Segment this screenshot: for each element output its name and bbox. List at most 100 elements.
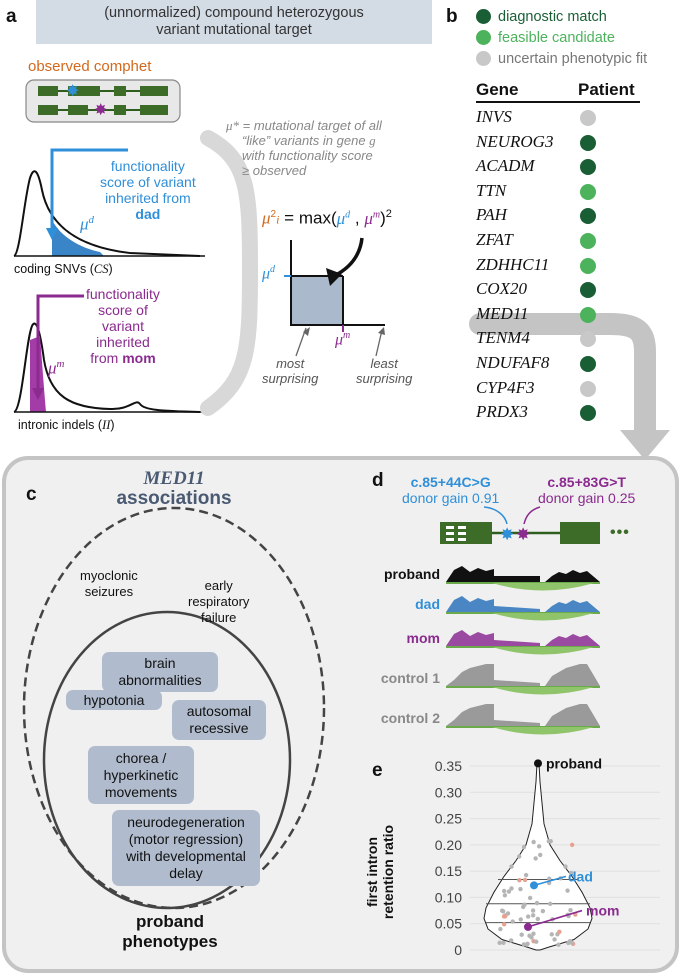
brain-l1: brain [144, 655, 176, 671]
mom-annot-l5: from mom [90, 350, 156, 366]
coverage-right [545, 664, 600, 686]
patient-dot-icon [580, 208, 596, 225]
proband-l2: phenotypes [122, 932, 218, 951]
least-l2: surprising [356, 371, 413, 386]
panel-b-letter: b [446, 6, 458, 27]
legend-dot-icon [476, 30, 491, 45]
mu-star-l1: μ* = mutational target of all [226, 118, 382, 133]
sample-point [533, 856, 538, 861]
sample-point [497, 940, 502, 946]
panel-d-letter: d [372, 470, 384, 491]
mom-arrow-head [32, 388, 44, 400]
patient-dot-icon [580, 356, 596, 372]
violin-outline [483, 762, 593, 951]
gene-name: PRDX3 [476, 402, 528, 422]
sample-point [505, 911, 511, 916]
y-tick-label: 0.15 [435, 863, 462, 879]
proband-ellipse [42, 610, 292, 910]
mom-pointer [527, 909, 583, 928]
seizures-l1: myoclonic [80, 568, 138, 583]
sample-point [522, 877, 528, 883]
blue-star-icon: ✸ [500, 525, 514, 545]
legend-item: diagnostic match [476, 6, 647, 27]
sample-point [525, 914, 531, 919]
sample-point [509, 886, 514, 891]
y-tick-label: 0.10 [435, 889, 462, 905]
neuro-l2: (motor regression) [128, 831, 244, 847]
least-surprising: least surprising [356, 356, 412, 386]
gene-name: TENM4 [476, 328, 530, 348]
variant1-gain: donor gain 0.91 [402, 490, 500, 506]
track-label: dad [415, 596, 440, 612]
patient-dot-icon [580, 306, 596, 323]
table-row: INVS [476, 106, 646, 130]
variant2-label: c.85+83G>T donor gain 0.25 [538, 474, 635, 506]
mu-star-l3: with functionality score [242, 148, 373, 163]
sample-point [536, 844, 542, 849]
chorea-l3: movements [104, 783, 178, 800]
patient-dot-icon [580, 159, 596, 176]
most-arrow-head [303, 327, 310, 336]
table-row: PAH [476, 204, 646, 228]
sample-point [498, 926, 503, 932]
sample-point [531, 931, 536, 936]
sample-point [516, 854, 522, 859]
y-tick-label: 0.35 [435, 758, 462, 774]
gene-name: ZDHHC11 [476, 254, 550, 274]
sample-point [502, 893, 508, 898]
exon-2 [560, 522, 600, 544]
gene-name: ZFAT [476, 230, 513, 249]
exon-block [140, 86, 168, 96]
legend-label: uncertain phenotypic fit [498, 50, 648, 67]
junction-arc [492, 583, 594, 591]
least-arrow [375, 329, 383, 357]
junction-arc [492, 727, 594, 735]
sample-point [521, 844, 527, 850]
mu-star-definition: μ* = mutational target of all “like” var… [226, 118, 382, 178]
mu-square [291, 276, 343, 324]
patient-dot-icon [580, 257, 596, 274]
variant1-pointer [483, 506, 508, 525]
coverage-left [446, 704, 540, 726]
sample-point [567, 938, 573, 944]
sample-point [518, 886, 523, 892]
hypotonia-box: hypotonia [66, 690, 162, 710]
legend-dot-icon [476, 9, 491, 24]
gene-name: INVS [476, 107, 512, 126]
associations-ellipse [22, 506, 326, 910]
most-l2: surprising [262, 371, 319, 386]
blue-star-icon: ✸ [66, 81, 79, 100]
brain-l2: abnormalities [118, 672, 202, 688]
exon-block [114, 105, 126, 115]
sample-point [563, 864, 568, 869]
mu-star-l4: ≥ observed [242, 163, 307, 178]
patient-dot-icon [580, 282, 596, 299]
table-row: NEUROG3 [476, 131, 646, 155]
panel-a-title-line1: (unnormalized) compound heterozygous [104, 5, 364, 21]
auto-l2: recessive [189, 720, 249, 736]
purple-star-icon: ✸ [516, 525, 530, 545]
med11-title: MED11 [143, 468, 205, 489]
chorea-l1: chorea / [115, 749, 167, 766]
table-row: ACADM [476, 155, 646, 179]
coverage-right [545, 600, 600, 612]
resp-l1: early [204, 578, 233, 593]
sample-point [540, 908, 546, 914]
formula: μ2i = max(μd , μm)2 [262, 208, 392, 228]
sample-point [523, 872, 529, 878]
sample-point [500, 909, 506, 914]
cs-density-curve [13, 170, 201, 257]
variant2-gain: donor gain 0.25 [538, 490, 636, 506]
neuro-l1: neurodegeneration [127, 814, 245, 830]
neurodegeneration-box: neurodegeneration(motor regression)with … [112, 810, 260, 886]
dad-annotation: functionality score of variant inherited… [100, 158, 196, 222]
sample-point [501, 914, 507, 919]
sample-point [549, 932, 554, 937]
panel-c-letter: c [26, 484, 37, 505]
table-row: NDUFAF8 [476, 352, 646, 376]
square-mu-m: μm [335, 330, 351, 349]
mom-annot-l4: inherited [96, 334, 150, 350]
panel-a-title: (unnormalized) compound heterozygous var… [36, 0, 432, 44]
